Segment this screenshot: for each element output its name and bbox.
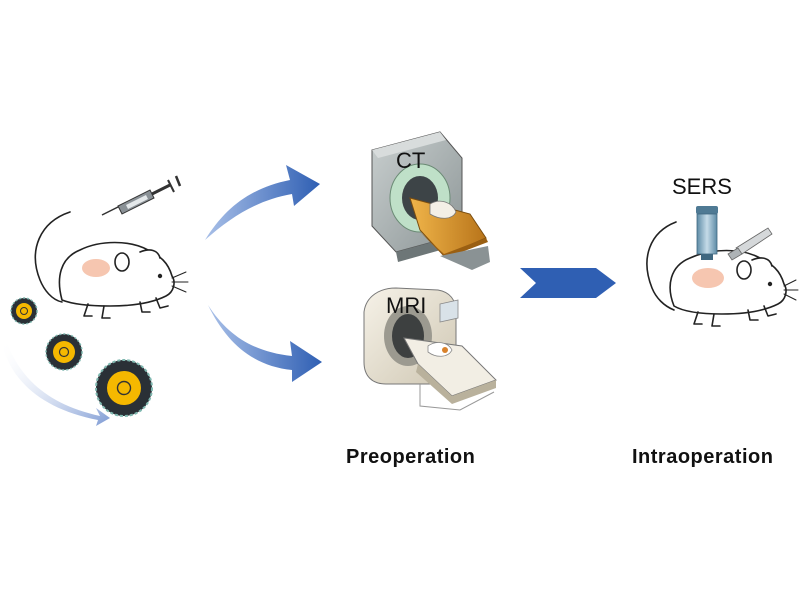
mri-scanner-icon [363, 287, 497, 411]
mouse-icon [34, 211, 189, 319]
syringe-icon [101, 175, 182, 216]
preoperation-label: Preoperation [346, 446, 476, 468]
mri-label: MRI [386, 293, 427, 318]
intraoperation-label: Intraoperation [632, 446, 774, 468]
nanoparticle-icon [45, 333, 83, 371]
ct-label: CT [396, 148, 426, 173]
raman-probe-icon [696, 206, 718, 260]
arrow-to-intraoperation [520, 268, 616, 298]
mouse-icon [646, 221, 799, 327]
injection-sweep-arrow [2, 340, 110, 426]
arrow-to-ct [205, 165, 320, 240]
nanoparticle-icon [10, 297, 38, 325]
nanoparticle-icon [95, 359, 153, 417]
arrow-to-mri [208, 305, 322, 382]
sers-label: SERS [672, 174, 732, 199]
ct-scanner-icon [371, 131, 490, 270]
scalpel-icon [727, 227, 773, 261]
